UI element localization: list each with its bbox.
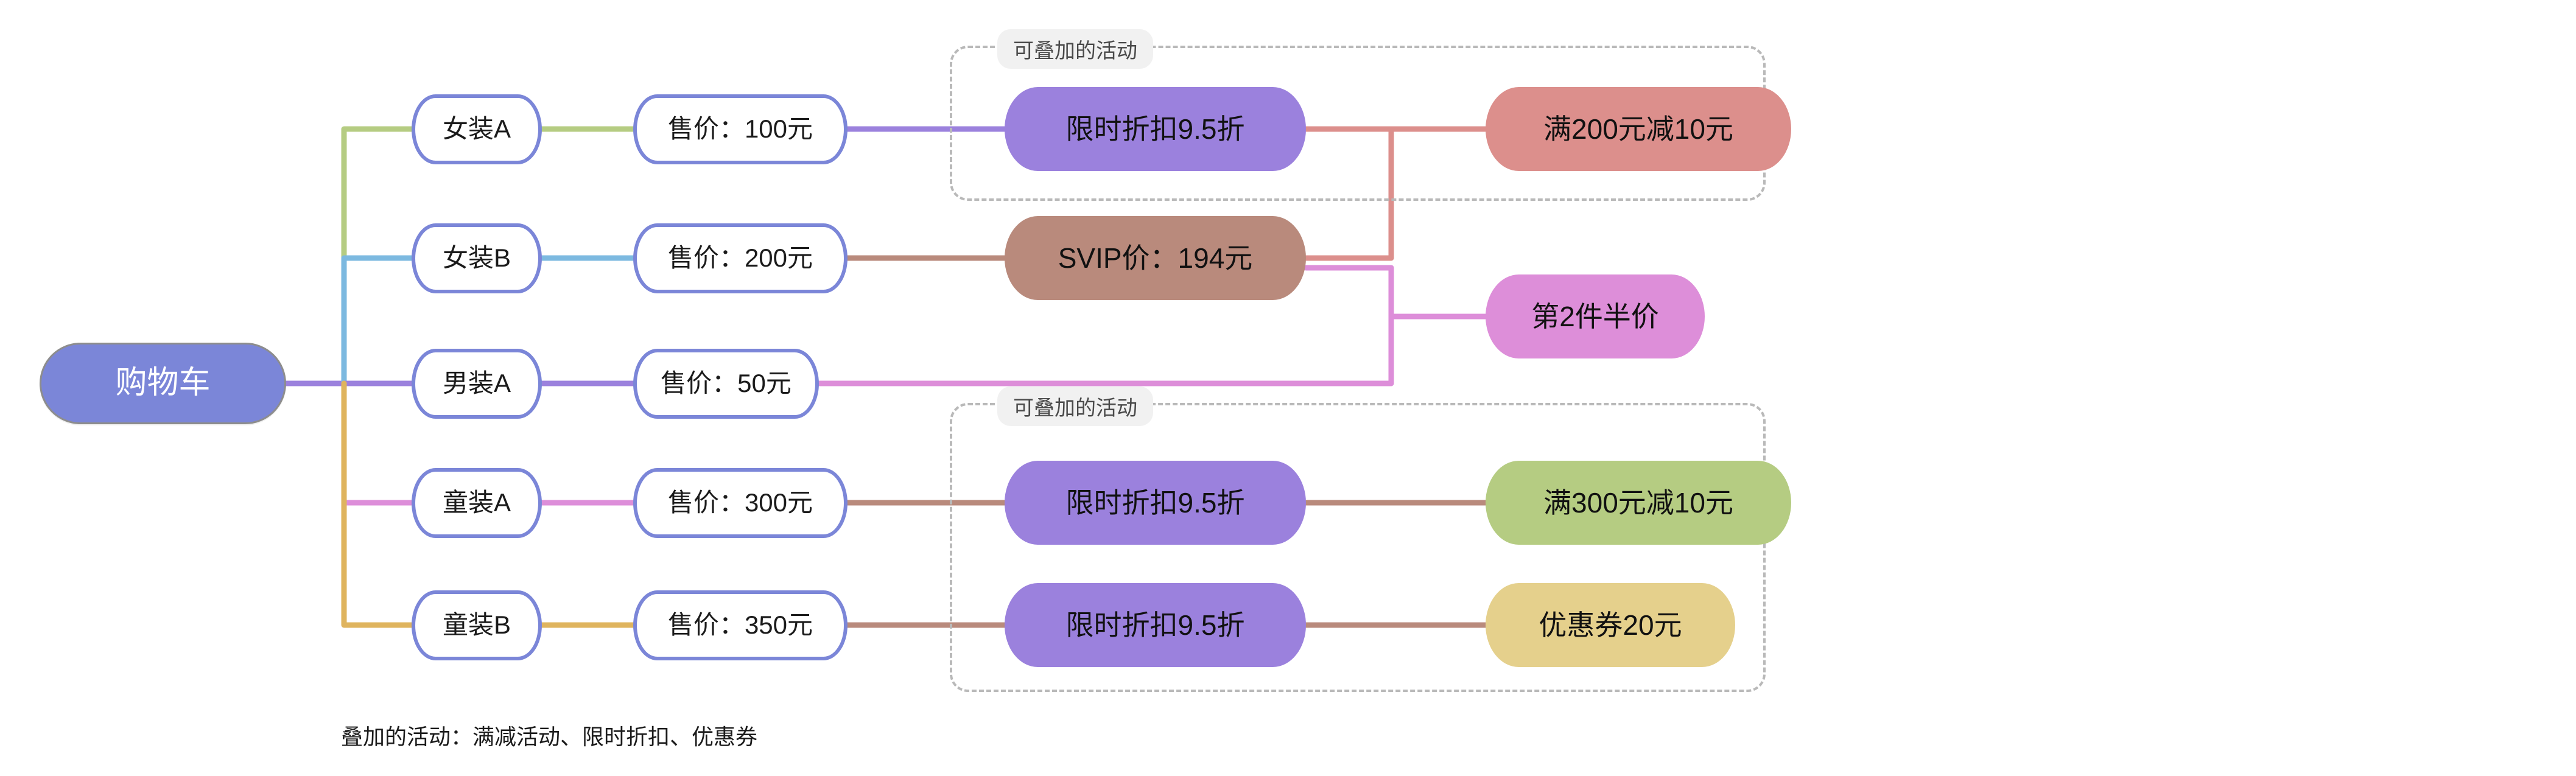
- group-stackable-top-label: 可叠加的活动: [997, 29, 1153, 69]
- activity-node-discount-95-kids-a[interactable]: 限时折扣9.5折: [1005, 461, 1306, 545]
- group-stackable-bottom: [950, 403, 1766, 692]
- product-node-mens-a[interactable]: 男装A: [412, 349, 542, 419]
- wire-trunk-womens-b: [341, 255, 415, 386]
- wire-merge-full200-left: [1303, 126, 1394, 261]
- price-node-mens-a[interactable]: 售价：50元: [633, 349, 819, 419]
- price-node-womens-b[interactable]: 售价：200元: [633, 223, 848, 293]
- activity-node-full-200-minus-10[interactable]: 满200元减10元: [1486, 87, 1791, 171]
- root-node-shopping-cart[interactable]: 购物车: [40, 343, 286, 424]
- wire-trunk-kids-b: [341, 380, 415, 628]
- activity-node-discount-95-kids-b[interactable]: 限时折扣9.5折: [1005, 583, 1306, 667]
- wire-trunk-kids-a: [341, 380, 415, 506]
- activity-node-second-item-half[interactable]: 第2件半价: [1486, 274, 1705, 358]
- product-node-kids-a[interactable]: 童装A: [412, 468, 542, 538]
- activity-node-full-300-minus-10[interactable]: 满300元减10元: [1486, 461, 1791, 545]
- price-node-kids-b[interactable]: 售价：350元: [633, 590, 848, 660]
- product-node-womens-b[interactable]: 女装B: [412, 223, 542, 293]
- activity-node-coupon-20[interactable]: 优惠券20元: [1486, 583, 1735, 667]
- price-node-kids-a[interactable]: 售价：300元: [633, 468, 848, 538]
- group-stackable-bottom-label: 可叠加的活动: [997, 386, 1153, 426]
- product-node-kids-b[interactable]: 童装B: [412, 590, 542, 660]
- footer-note: 叠加的活动：满减活动、限时折扣、优惠券: [341, 724, 758, 749]
- activity-node-svip-price[interactable]: SVIP价：194元: [1005, 216, 1306, 300]
- wire-price50-secondhalf: [816, 313, 1394, 386]
- activity-node-discount-95-top[interactable]: 限时折扣9.5折: [1005, 87, 1306, 171]
- product-node-womens-a[interactable]: 女装A: [412, 94, 542, 164]
- price-node-womens-a[interactable]: 售价：100元: [633, 94, 848, 164]
- wire-merge-secondhalf-from-svip: [1303, 265, 1394, 320]
